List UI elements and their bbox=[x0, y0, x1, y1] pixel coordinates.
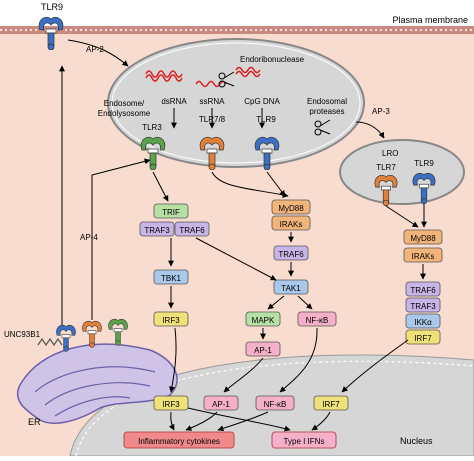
svg-text:Type I IFNs: Type I IFNs bbox=[284, 437, 325, 446]
dsrna-strand-2 bbox=[145, 74, 183, 82]
endoribonuclease-label: Endoribonuclease bbox=[240, 55, 305, 64]
arrow-er-to-endosome bbox=[91, 158, 151, 320]
svg-text:TAK1: TAK1 bbox=[281, 284, 301, 293]
cpg-dna-strand-2 bbox=[235, 70, 261, 78]
ap1-box: AP-1 bbox=[245, 341, 281, 357]
dsrna-icon bbox=[145, 70, 183, 78]
svg-text:IKKα: IKKα bbox=[414, 318, 432, 327]
proteases-label-2: proteases bbox=[309, 107, 344, 116]
tlr78-label: TLR7/8 bbox=[199, 115, 226, 124]
type-i-ifns-box: Type I IFNs bbox=[271, 431, 337, 449]
proteases-scissors-icon bbox=[314, 119, 331, 136]
tlr9-endo-label: TLR9 bbox=[256, 115, 276, 124]
traf3-lro-box: TRAF3 bbox=[405, 297, 441, 313]
mapk-box: MAPK bbox=[245, 311, 281, 327]
svg-text:TBK1: TBK1 bbox=[161, 274, 182, 283]
endosome-label-1: Endosome/ bbox=[104, 99, 145, 108]
nucleus-nfkb-box: NF-κB bbox=[255, 395, 295, 411]
svg-text:TRIF: TRIF bbox=[162, 208, 180, 217]
svg-text:TRAF6: TRAF6 bbox=[410, 286, 436, 295]
svg-text:TRAF6: TRAF6 bbox=[278, 250, 304, 259]
endosome-label-2: Endolysosome bbox=[98, 109, 151, 118]
svg-text:AP-1: AP-1 bbox=[212, 400, 230, 409]
svg-text:TRAF3: TRAF3 bbox=[410, 302, 436, 311]
svg-text:IRF7: IRF7 bbox=[414, 334, 432, 343]
tlr9-surface-label: TLR9 bbox=[41, 2, 63, 12]
tlr3-label: TLR3 bbox=[142, 123, 162, 132]
svg-text:IRF3: IRF3 bbox=[162, 316, 180, 325]
traf6-box-trif: TRAF6 bbox=[174, 221, 210, 237]
nuclear-envelope-texture bbox=[75, 360, 474, 457]
proteases-label-1: Endosomal bbox=[307, 97, 347, 106]
svg-text:IRAKs: IRAKs bbox=[412, 252, 435, 261]
traf6-lro-box: TRAF6 bbox=[405, 281, 441, 297]
arrow-membrane-to-endosome bbox=[67, 39, 129, 67]
ap3-label: AP-3 bbox=[372, 107, 390, 116]
unc93b1-label: UNC93B1 bbox=[4, 330, 41, 339]
arrow-endosome-to-lro bbox=[355, 121, 385, 139]
nucleus-label: Nucleus bbox=[400, 436, 433, 446]
myd88-lro-box: MyD88 bbox=[403, 229, 443, 245]
tlr9-lro-label: TLR9 bbox=[414, 159, 434, 168]
svg-text:NF-κB: NF-κB bbox=[264, 400, 287, 409]
tak1-box: TAK1 bbox=[273, 279, 309, 295]
er-label: ER bbox=[28, 417, 41, 427]
unc93b1-icon bbox=[37, 337, 63, 347]
pathway-arrows bbox=[152, 171, 427, 432]
myd88-box: MyD88 bbox=[271, 199, 311, 215]
ssrna-icon bbox=[195, 80, 227, 88]
irf7-lro-box: IRF7 bbox=[405, 329, 441, 345]
svg-text:MAPK: MAPK bbox=[252, 316, 275, 325]
nucleus-ap1-box: AP-1 bbox=[203, 395, 239, 411]
endoribonuclease-scissors-icon bbox=[218, 71, 235, 88]
ikka-box: IKKα bbox=[405, 313, 441, 329]
lro bbox=[339, 139, 465, 205]
ap2-label: AP-2 bbox=[86, 45, 104, 54]
svg-text:AP-1: AP-1 bbox=[254, 346, 272, 355]
svg-text:TRAF6: TRAF6 bbox=[179, 226, 205, 235]
cpg-dna-icon bbox=[235, 66, 261, 74]
iraks-lro-box: IRAKs bbox=[403, 247, 443, 263]
endosome-inner-membrane bbox=[111, 42, 361, 164]
svg-text:NF-κB: NF-κB bbox=[306, 316, 329, 325]
svg-text:Inflammatory cytokines: Inflammatory cytokines bbox=[138, 437, 220, 446]
traf3-box: TRAF3 bbox=[139, 221, 175, 237]
ap4-label: AP-4 bbox=[80, 233, 98, 242]
traf6-box-myd88: TRAF6 bbox=[273, 245, 309, 261]
svg-text:MyD88: MyD88 bbox=[278, 204, 304, 213]
nucleus-irf7-box: IRF7 bbox=[313, 395, 349, 411]
tlr7-lro-label: TLR7 bbox=[376, 163, 396, 172]
tbk1-box: TBK1 bbox=[153, 269, 189, 285]
irf3-box: IRF3 bbox=[153, 311, 189, 327]
inflammatory-cytokines-box: Inflammatory cytokines bbox=[123, 431, 235, 449]
cpg-label: CpG DNA bbox=[244, 97, 280, 106]
svg-text:IRAKs: IRAKs bbox=[280, 220, 303, 229]
dsrna-label: dsRNA bbox=[161, 97, 187, 106]
iraks-box: IRAKs bbox=[271, 215, 311, 231]
trif-box: TRIF bbox=[153, 203, 189, 219]
svg-text:IRF3: IRF3 bbox=[162, 400, 180, 409]
lro-label: LRO bbox=[382, 149, 398, 158]
nucleus-irf3-box: IRF3 bbox=[153, 395, 189, 411]
svg-text:TRAF3: TRAF3 bbox=[144, 226, 170, 235]
ssrna-label: ssRNA bbox=[200, 97, 226, 106]
plasma-membrane-label: Plasma membrane bbox=[392, 15, 468, 25]
svg-text:IRF7: IRF7 bbox=[322, 400, 340, 409]
svg-text:MyD88: MyD88 bbox=[410, 234, 436, 243]
nfkb-box: NF-κB bbox=[297, 311, 337, 327]
